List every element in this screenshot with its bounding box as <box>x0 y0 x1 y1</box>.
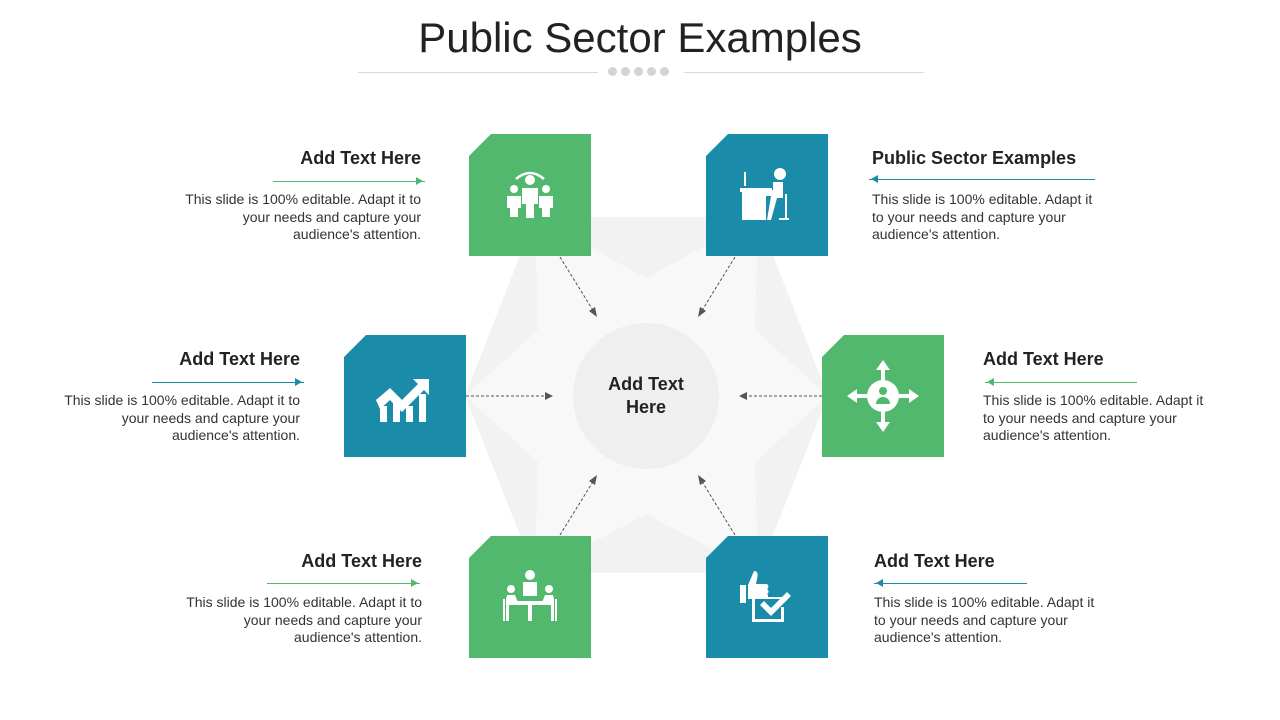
item-text-1: Add Text Here This slide is 100% editabl… <box>181 148 421 244</box>
item-title: Add Text Here <box>301 551 422 571</box>
arrow-line-3 <box>152 378 304 386</box>
item-title: Add Text Here <box>983 349 1104 369</box>
item-title: Add Text Here <box>874 551 995 571</box>
growth-chart-icon <box>376 379 429 422</box>
item-body: This slide is 100% editable. Adapt it to… <box>186 594 422 645</box>
item-body: This slide is 100% editable. Adapt it to… <box>64 392 300 443</box>
meeting-table-icon <box>503 570 557 621</box>
arrow-line-4 <box>985 378 1137 386</box>
arrow-line-5 <box>267 579 420 587</box>
thumbs-up-check-icon <box>740 571 791 622</box>
item-body: This slide is 100% editable. Adapt it to… <box>874 594 1095 645</box>
title-dots <box>608 67 669 76</box>
item-box-1 <box>469 134 591 256</box>
item-box-6 <box>706 536 828 658</box>
item-text-4: Add Text Here This slide is 100% editabl… <box>983 349 1213 445</box>
item-box-3 <box>344 335 466 457</box>
item-box-2 <box>706 134 828 256</box>
item-body: This slide is 100% editable. Adapt it to… <box>872 191 1093 242</box>
arrow-line-6 <box>874 579 1027 587</box>
item-title: Add Text Here <box>179 349 300 369</box>
item-box-4 <box>822 335 944 457</box>
title-divider-right <box>684 72 924 73</box>
item-text-6: Add Text Here This slide is 100% editabl… <box>874 551 1104 647</box>
person-directions-icon <box>847 360 919 432</box>
page-title: Public Sector Examples <box>418 14 862 61</box>
item-text-3: Add Text Here This slide is 100% editabl… <box>60 349 300 445</box>
arrow-line-2 <box>869 175 1095 183</box>
item-text-5: Add Text Here This slide is 100% editabl… <box>182 551 422 647</box>
item-title: Add Text Here <box>300 148 421 168</box>
item-body: This slide is 100% editable. Adapt it to… <box>983 392 1204 443</box>
title-divider-left <box>358 72 598 73</box>
item-title: Public Sector Examples <box>872 148 1077 168</box>
arrow-line-1 <box>273 177 425 185</box>
center-circle: Add Text Here <box>573 323 719 469</box>
item-text-2: Public Sector Examples This slide is 100… <box>872 148 1102 244</box>
office-worker-desk-icon <box>740 168 789 220</box>
item-box-5 <box>469 536 591 658</box>
item-body: This slide is 100% editable. Adapt it to… <box>185 191 421 242</box>
team-leader-icon <box>507 171 553 218</box>
